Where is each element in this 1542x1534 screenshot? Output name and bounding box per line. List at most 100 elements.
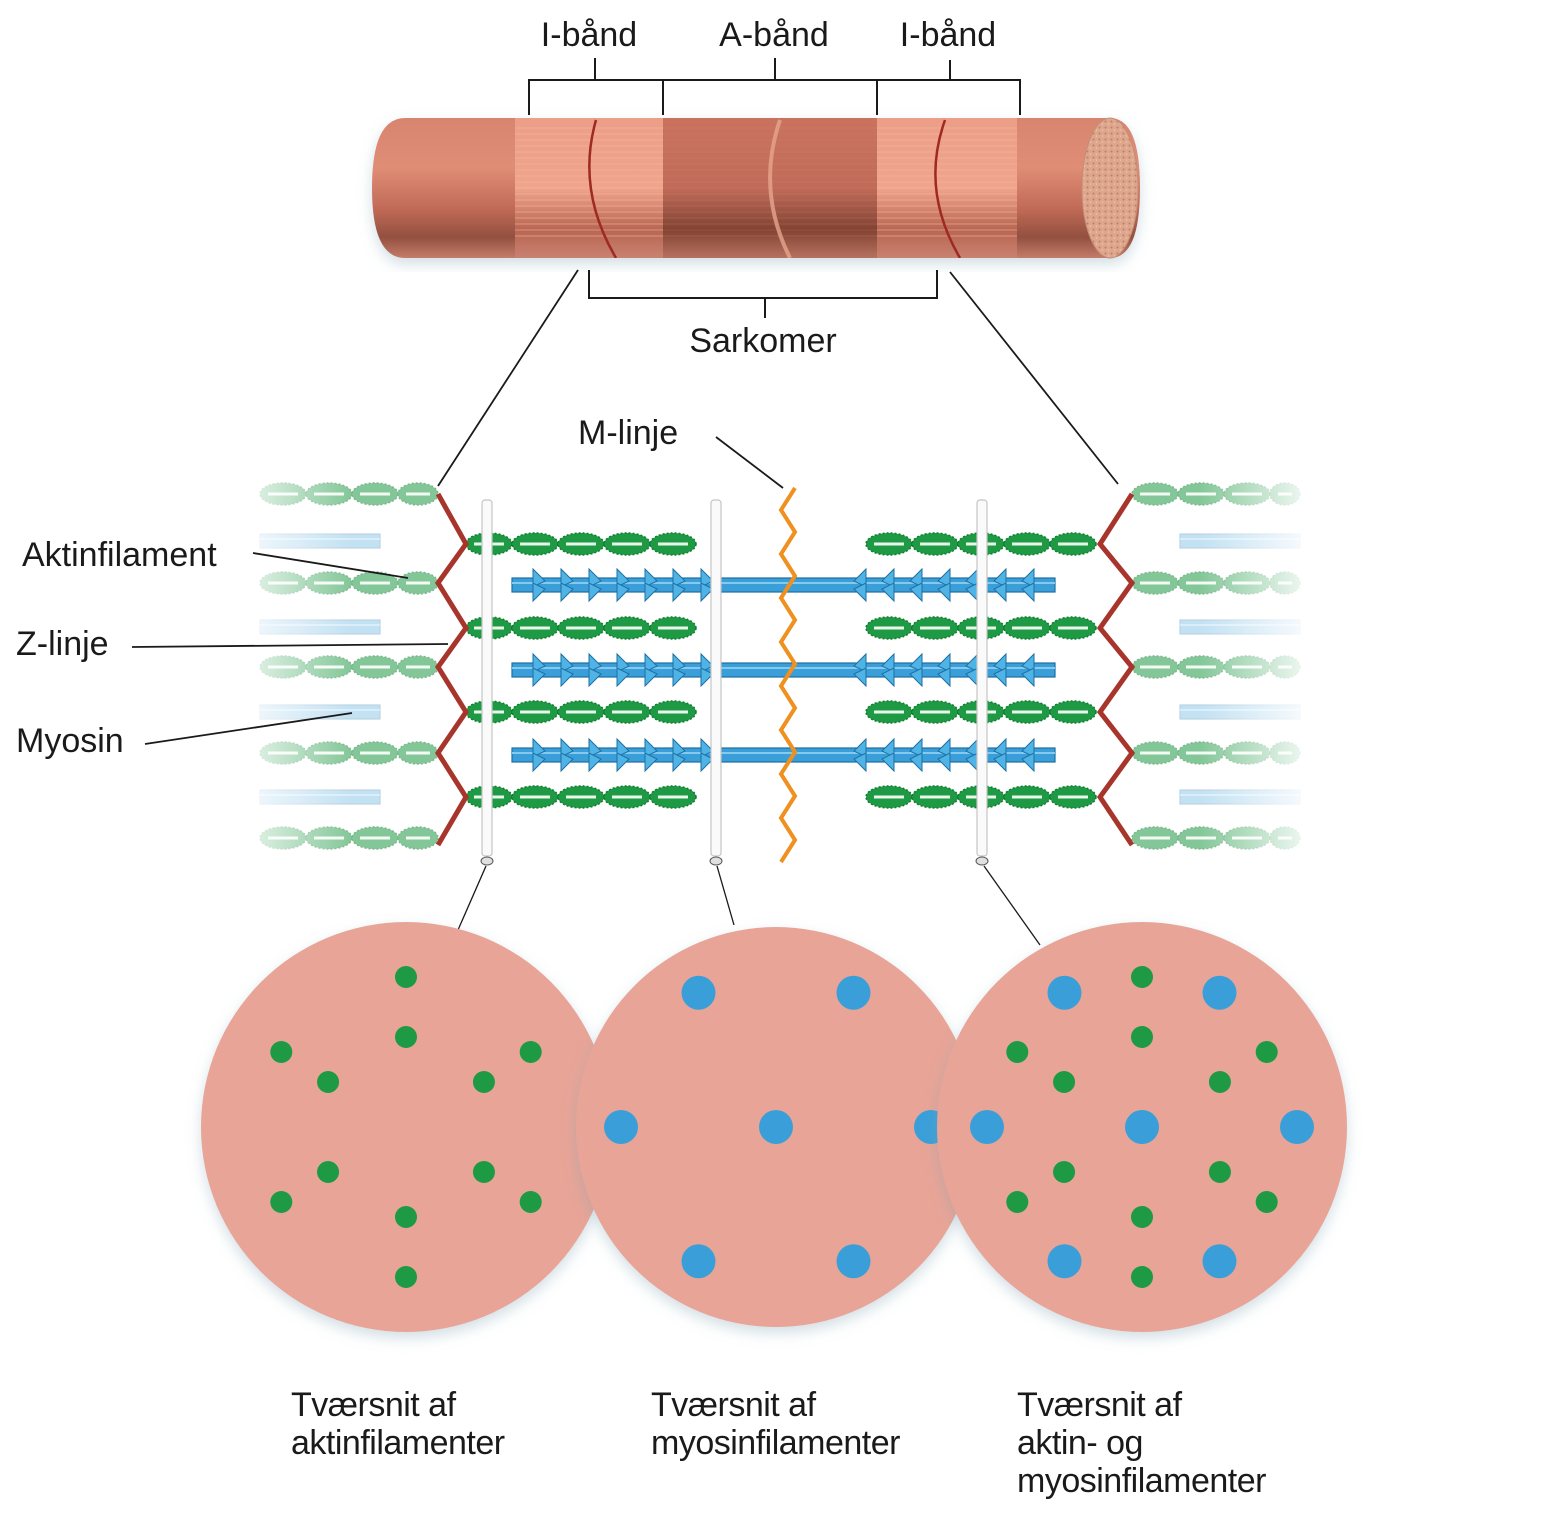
label-sarcomere: Sarkomer xyxy=(689,322,836,360)
myosin-head xyxy=(644,737,658,758)
zoom-guide-lines xyxy=(437,269,1119,487)
actin-filament-right xyxy=(865,616,1097,640)
z-disc-right xyxy=(934,119,962,258)
myosin-head xyxy=(993,582,1007,603)
cross-section-actin-myosin xyxy=(937,922,1347,1332)
myosin-dot xyxy=(759,1110,793,1144)
myosin-head xyxy=(700,737,714,758)
caption-myosin-section: Tværsnit af myosinfilamenter xyxy=(651,1386,900,1462)
actin-dot xyxy=(1131,1266,1153,1288)
myosin-head xyxy=(532,582,546,603)
actin-dot xyxy=(317,1161,340,1183)
myosin-head xyxy=(909,737,923,758)
myosin-head xyxy=(853,737,867,758)
myosin-leader xyxy=(144,712,353,745)
myosin-head xyxy=(1021,737,1035,758)
section-marker-actin xyxy=(457,499,494,931)
myosin-head xyxy=(560,667,574,688)
caption-line: myosinfilamenter xyxy=(1017,1462,1266,1501)
actin-dot xyxy=(270,1041,293,1063)
actin-dot xyxy=(1208,1071,1231,1093)
myosin-head xyxy=(909,752,923,773)
myosin-head xyxy=(672,752,686,773)
z-line-left xyxy=(434,492,470,847)
myosin-head xyxy=(853,752,867,773)
myosin-head xyxy=(588,582,602,603)
myosin-head xyxy=(672,582,686,603)
myosin-head xyxy=(588,752,602,773)
left-fade-overlay xyxy=(220,470,440,860)
actin-dot xyxy=(1208,1161,1231,1183)
cross-sections xyxy=(201,922,1347,1332)
myosin-dot xyxy=(681,975,716,1010)
actin-filament-right xyxy=(865,532,1097,556)
myosin-head xyxy=(588,737,602,758)
actin-dot xyxy=(395,1026,417,1048)
myosin-head xyxy=(993,652,1007,673)
section-marker-actin-myosin xyxy=(975,499,1041,946)
actin-dot xyxy=(1255,1041,1278,1063)
myosin-head xyxy=(560,737,574,758)
myosin-head xyxy=(672,737,686,758)
myosin-head xyxy=(616,737,630,758)
cross-section-myosin xyxy=(576,927,976,1327)
myosin-head xyxy=(644,567,658,588)
myosin-head xyxy=(616,567,630,588)
myosin-dot xyxy=(1202,1244,1237,1279)
myosin-head xyxy=(909,582,923,603)
label-actin-filament: Aktinfilament xyxy=(22,536,217,574)
actin-dot xyxy=(1006,1041,1029,1063)
m-band-ridge xyxy=(768,119,792,258)
sarcomere-bracket xyxy=(588,270,938,318)
myosin-head xyxy=(532,667,546,688)
actin-dot xyxy=(1053,1161,1076,1183)
actin-dot xyxy=(472,1071,495,1093)
actin-filament-left xyxy=(465,616,697,640)
myosin-head xyxy=(644,667,658,688)
myosin-dot xyxy=(1047,1244,1082,1279)
right-fade-overlay xyxy=(1120,470,1320,860)
actin-dot xyxy=(395,1206,417,1228)
myosin-head xyxy=(532,752,546,773)
myosin-head xyxy=(1021,752,1035,773)
actin-dot xyxy=(1006,1191,1029,1213)
fiber-striations xyxy=(515,127,1017,237)
caption-actin-myosin-section: Tværsnit af aktin- og myosinfilamenter xyxy=(1017,1386,1266,1500)
actin-filament-leader xyxy=(252,552,409,579)
z-line-leader xyxy=(131,643,449,648)
myosin-dot xyxy=(836,1244,871,1279)
cross-section-actin xyxy=(201,922,611,1332)
actin-dot xyxy=(1053,1071,1076,1093)
myosin-head xyxy=(672,667,686,688)
label-z-line: Z-linje xyxy=(16,625,109,663)
caption-actin-section: Tværsnit af aktinfilamenter xyxy=(291,1386,505,1462)
myosin-filament xyxy=(511,652,1056,688)
myosin-head xyxy=(853,652,867,673)
actin-filament-left xyxy=(465,700,697,724)
myosin-head xyxy=(588,567,602,588)
myosin-head xyxy=(993,567,1007,588)
myosin-head xyxy=(937,737,951,758)
myosin-head xyxy=(853,567,867,588)
myosin-head xyxy=(700,667,714,688)
actin-dot xyxy=(1131,1026,1153,1048)
myosin-head xyxy=(616,652,630,673)
myosin-head xyxy=(532,737,546,758)
actin-dot xyxy=(1131,1206,1153,1228)
actin-filament-left xyxy=(465,785,697,809)
myosin-dot xyxy=(1202,975,1237,1010)
m-line-leader xyxy=(715,436,784,489)
myosin-head xyxy=(881,752,895,773)
actin-dot xyxy=(1255,1191,1278,1213)
myosin-head xyxy=(993,667,1007,688)
actin-dot xyxy=(317,1071,340,1093)
myosin-head xyxy=(560,752,574,773)
myosin-head xyxy=(909,567,923,588)
myosin-head xyxy=(700,652,714,673)
myosin-head xyxy=(937,567,951,588)
myosin-head xyxy=(1021,567,1035,588)
myosin-head xyxy=(993,737,1007,758)
actin-dot xyxy=(472,1161,495,1183)
myosin-dot xyxy=(681,1244,716,1279)
